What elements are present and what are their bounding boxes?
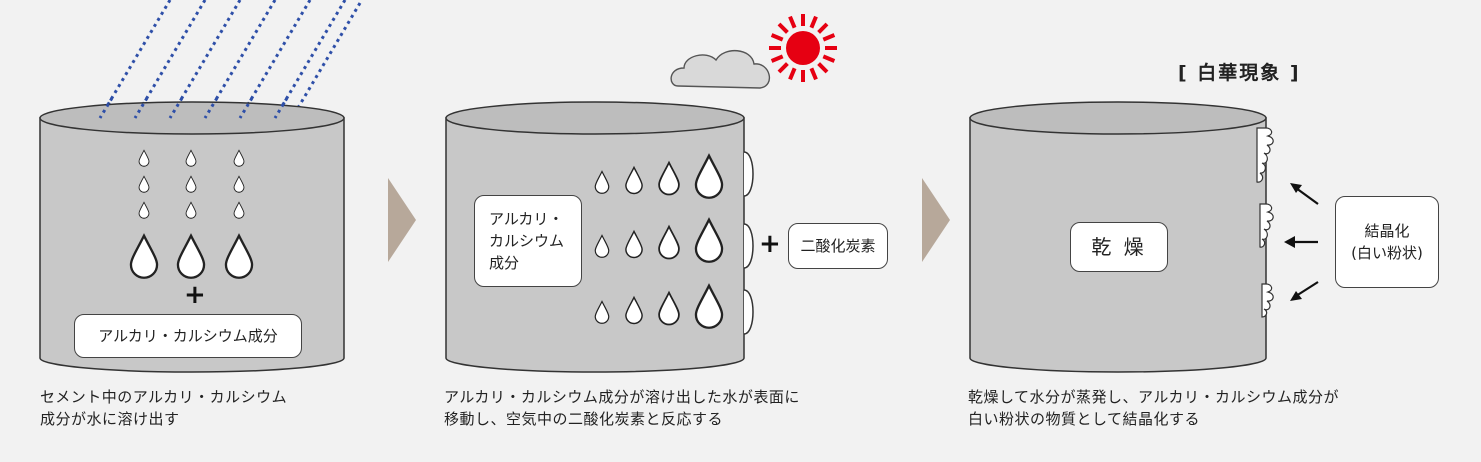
step2-caption: アルカリ・カルシウム成分が溶け出した水が表面に 移動し、空気中の二酸化炭素と反応… — [444, 388, 800, 428]
sun-ray — [809, 67, 818, 81]
crystallization-label: 結晶化 (白い粉状) — [1335, 196, 1439, 288]
chevron-arrow-icon — [388, 178, 416, 262]
rain-lines — [98, 0, 362, 119]
plus-sign: + — [184, 280, 206, 310]
crystal-bumps — [1256, 127, 1274, 318]
sun-ray — [770, 33, 784, 42]
sun-ray — [817, 22, 829, 34]
cloud-icon — [670, 50, 771, 89]
sun-ray — [822, 33, 836, 42]
sun-icon — [769, 14, 837, 82]
sun-ray — [777, 22, 789, 34]
chevron-arrow-icon — [922, 178, 950, 262]
alkali-calcium-component-label: アルカリ・ カルシウム 成分 — [474, 195, 582, 287]
drying-label: 乾 燥 — [1070, 222, 1168, 272]
sun-ray — [817, 62, 829, 74]
pointer-arrow-icon — [1284, 183, 1319, 301]
sun-ray — [788, 15, 797, 29]
step1-caption: セメント中のアルカリ・カルシウム 成分が水に溶け出す — [40, 388, 288, 428]
sun-ray — [809, 15, 818, 29]
sun-ray — [770, 54, 784, 63]
plus-sign: + — [759, 229, 781, 259]
sun-ray — [777, 62, 789, 74]
co2-label: 二酸化炭素 — [788, 223, 888, 269]
alkali-calcium-label: アルカリ・カルシウム成分 — [74, 314, 302, 358]
sun-ray — [788, 67, 797, 81]
efflorescence-title: [ 白華現象 ] — [1178, 62, 1301, 84]
step3-caption: 乾燥して水分が蒸発し、アルカリ・カルシウム成分が 白い粉状の物質として結晶化する — [968, 388, 1339, 428]
sun-ray — [822, 54, 836, 63]
